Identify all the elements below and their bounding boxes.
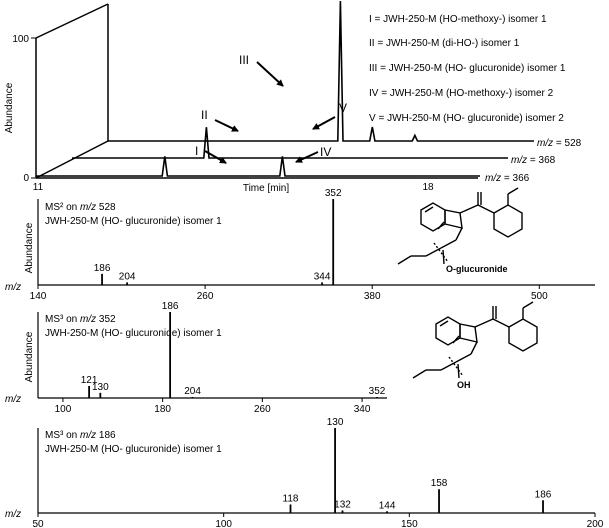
structure-label-glucuronide: O-glucuronide [446,264,508,274]
arrow-III [256,61,284,87]
y-axis-label: Abundance [4,82,15,133]
peak-label: 144 [379,500,396,511]
x-tick-label: 100 [215,519,232,528]
trace-label-528: m/z = 528 [537,138,582,149]
x-tick-label: 500 [531,291,548,302]
spectrum-ms3-352-panel: Abundance m/z MS³ on m/z 352 JWH-250-M (… [5,301,538,415]
peak-label: 130 [92,382,109,393]
x-axis-label: Time [min] [243,183,290,194]
spectrum-subtitle: JWH-250-M (HO- glucuronide) isomer 1 [45,328,222,339]
spectrum-ms2-528-panel: Abundance m/z MS² on m/z 528 JWH-250-M (… [5,187,595,302]
x-ticks: 50 100 150 200 [32,513,604,528]
x-axis-label: m/z [5,394,21,405]
arrow-I [204,150,227,164]
x-tick-label: 200 [587,519,604,528]
x-tick-label: 380 [364,291,381,302]
x-tick-label: 100 [55,404,72,415]
x-tick-label: 340 [354,404,371,415]
y-axis-label: Abundance [24,222,35,273]
structure-glucuronide [397,187,523,265]
x-tick-label: 260 [254,404,271,415]
x-tick-label: 150 [401,519,418,528]
trace-mz-368 [72,127,508,159]
x-tick-label: 180 [154,404,171,415]
legend-item-IV: IV = JWH-250-M (HO-methoxy-) isomer 2 [369,88,554,99]
trace-mz-528 [108,0,534,142]
peak-label: 132 [334,499,351,510]
y-tick-100: 100 [12,34,29,45]
legend: I = JWH-250-M (HO-methoxy-) isomer 1 II … [369,14,566,124]
legend-item-V: V = JWH-250-M (HO- glucuronide) isomer 2 [369,113,564,124]
x-tick-18: 18 [422,182,434,193]
x-tick-11: 11 [33,182,44,193]
x-tick-label: 50 [32,519,44,528]
peak-label-I: I [195,144,198,158]
arrow-V [312,116,336,130]
legend-item-I: I = JWH-250-M (HO-methoxy-) isomer 1 [369,14,547,25]
peaks: 186 204 344 352 [94,188,342,285]
peak-label: 204 [119,271,136,282]
peak-label: 204 [184,386,201,397]
trace-mz-366 [36,156,480,177]
x-ticks: 140 260 380 500 [30,285,548,302]
y-axis-label: Abundance [24,331,35,382]
structure-label-hydroxy: OH [457,380,471,390]
x-axis-label: m/z [5,282,21,293]
peak-label-V: V [339,101,347,115]
peak-label: 352 [369,386,386,397]
peak-label: 158 [431,478,448,489]
trace-label-368: m/z = 368 [511,155,556,166]
depth-top-edge [35,3,109,39]
x-axis-label: m/z [5,509,21,520]
peak-label-III: III [239,53,249,67]
peaks: 118 130 132 144 158 186 [283,417,552,513]
arrow-IV [295,151,319,163]
peak-label: 121 [81,375,98,386]
y-tick-0: 0 [23,173,29,184]
x-ticks: 100 180 260 340 [55,398,371,415]
spectrum-title: MS³ on m/z 186 [45,430,116,441]
x-tick-label: 140 [30,291,47,302]
trace-label-366: m/z = 366 [485,173,530,184]
peak-label: 186 [162,301,179,312]
structure-hydroxy [412,301,538,379]
legend-item-II: II = JWH-250-M (di-HO-) isomer 1 [369,38,520,49]
depth-bottom-edge [35,140,109,179]
arrow-II [214,119,239,132]
peak-label: 118 [283,494,299,505]
spectrum-subtitle: JWH-250-M (HO- glucuronide) isomer 1 [45,444,222,455]
spectrum-ms3-186-panel: m/z MS³ on m/z 186 JWH-250-M (HO- glucur… [5,417,604,528]
peak-label-IV: IV [320,145,331,159]
peak-label: 344 [314,271,331,282]
peak-label: 130 [327,417,344,428]
legend-item-III: III = JWH-250-M (HO- glucuronide) isomer… [369,63,566,74]
peak-label-II: II [201,108,208,122]
peak-label: 186 [94,263,111,274]
chromatogram-panel: 100 0 Abundance 11 18 Time [min] m/z = 5… [4,0,582,194]
peak-label: 186 [535,489,552,500]
peak-label: 352 [325,188,342,199]
spectrum-title: MS² on m/z 528 [45,202,116,213]
spectrum-title: MS³ on m/z 352 [45,314,116,325]
spectrum-subtitle: JWH-250-M (HO- glucuronide) isomer 1 [45,216,222,227]
x-tick-label: 260 [197,291,214,302]
